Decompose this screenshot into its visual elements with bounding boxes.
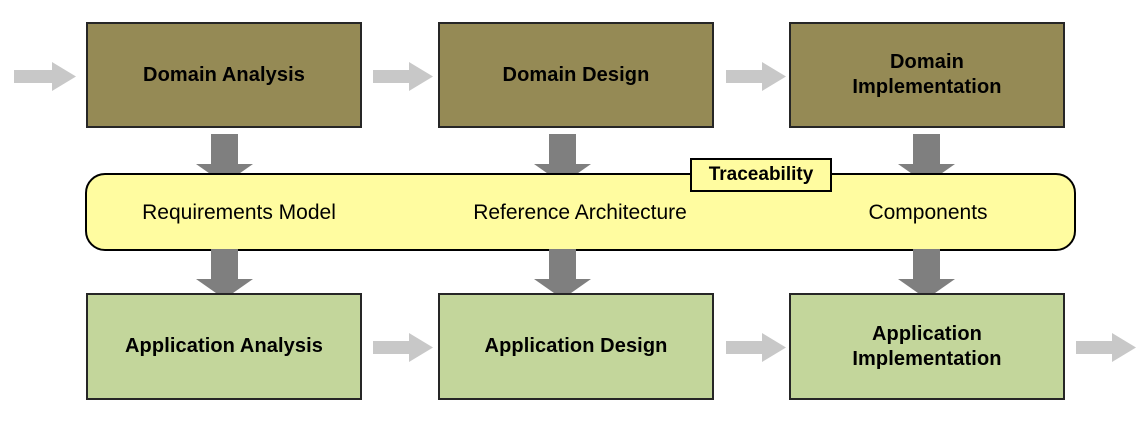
asset-label-reference-architecture: Reference Architecture bbox=[473, 201, 687, 224]
process-box-label: Application Implementation bbox=[852, 322, 1002, 370]
process-box-label: Domain Design bbox=[502, 63, 650, 86]
process-box-domain-implementation[interactable]: Domain Implementation bbox=[789, 22, 1065, 128]
down-arrow-domain-implementation-to-assets bbox=[898, 134, 955, 184]
asset-label-requirements-model: Requirements Model bbox=[142, 201, 336, 224]
process-box-domain-analysis[interactable]: Domain Analysis bbox=[86, 22, 362, 128]
output-flow-arrow bbox=[1076, 333, 1136, 362]
process-box-application-implementation[interactable]: Application Implementation bbox=[789, 293, 1065, 400]
process-box-label: Application Design bbox=[484, 335, 668, 357]
flow-arrow-domain-analysis-to-design bbox=[373, 62, 433, 91]
process-box-label: Application Analysis bbox=[125, 335, 323, 357]
flow-arrow-application-analysis-to-design bbox=[373, 333, 433, 362]
process-box-domain-design[interactable]: Domain Design bbox=[438, 22, 714, 128]
input-flow-arrow bbox=[14, 62, 76, 91]
down-arrow-assets-to-application-analysis bbox=[196, 249, 253, 299]
asset-label-components: Components bbox=[868, 201, 988, 224]
process-box-application-design[interactable]: Application Design bbox=[438, 293, 714, 400]
down-arrow-domain-design-to-assets bbox=[534, 134, 591, 184]
down-arrow-domain-analysis-to-assets bbox=[196, 134, 253, 184]
process-box-label: Domain Implementation bbox=[852, 51, 1002, 98]
traceability-label: Traceability bbox=[708, 164, 814, 185]
flow-arrow-domain-design-to-implementation bbox=[726, 62, 786, 91]
down-arrow-assets-to-application-implementation bbox=[898, 249, 955, 299]
process-box-application-analysis[interactable]: Application Analysis bbox=[86, 293, 362, 400]
traceability-label-box[interactable]: Traceability bbox=[690, 158, 832, 192]
process-box-label: Domain Analysis bbox=[143, 63, 305, 86]
flow-arrow-application-design-to-implementation bbox=[726, 333, 786, 362]
asset-band: Requirements Model Reference Architectur… bbox=[85, 173, 1076, 251]
down-arrow-assets-to-application-design bbox=[534, 249, 591, 299]
